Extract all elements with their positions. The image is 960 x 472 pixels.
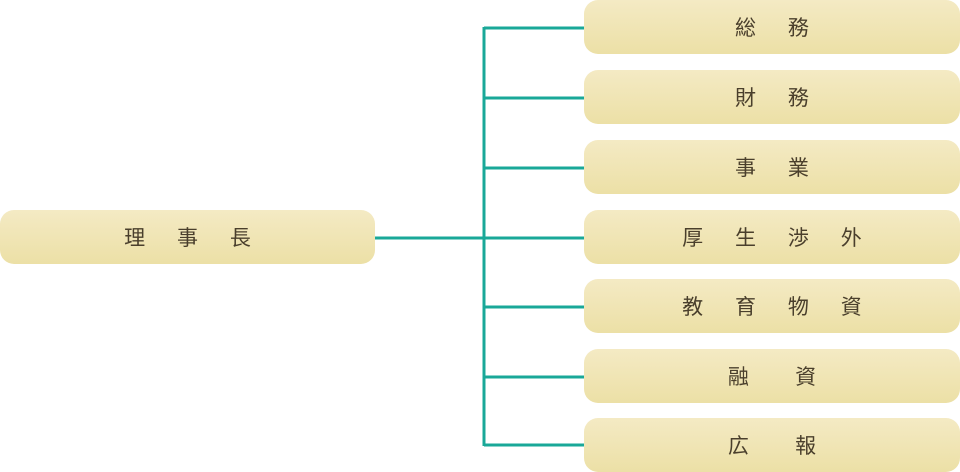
department-welfare-liaison: 厚 生 渉 外 — [584, 210, 960, 264]
department-financing: 融 資 — [584, 349, 960, 403]
chairman-node: 理 事 長 — [0, 210, 375, 264]
department-general-affairs: 総 務 — [584, 0, 960, 54]
department-finance: 財 務 — [584, 70, 960, 124]
department-business: 事 業 — [584, 140, 960, 194]
department-education-supplies: 教 育 物 資 — [584, 279, 960, 333]
department-public-relations: 広 報 — [584, 418, 960, 472]
